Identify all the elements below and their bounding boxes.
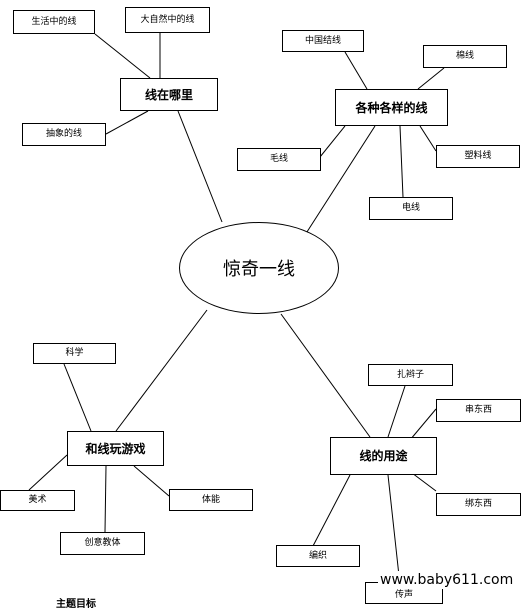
node-physical: 体能 [169, 489, 253, 511]
node-uses: 线的用途 [330, 437, 437, 475]
node-nature-lines-label: 大自然中的线 [140, 14, 195, 25]
node-kinds: 各种各样的线 [335, 89, 448, 126]
node-art: 美术 [0, 490, 75, 511]
node-braid: 扎辫子 [368, 364, 453, 386]
node-plastic-line-label: 塑料线 [464, 151, 492, 161]
node-kinds-label: 各种各样的线 [355, 100, 428, 115]
node-electric-wire: 电线 [369, 197, 453, 220]
footer-heading-text: 主题目标 [56, 599, 96, 610]
node-life-lines-label: 生活中的线 [31, 16, 77, 27]
node-chinese-knot-line: 中国结线 [282, 30, 364, 52]
node-creative: 创意教体 [60, 532, 145, 555]
node-weave: 编织 [276, 545, 360, 567]
node-string-things-label: 串东西 [464, 405, 492, 415]
center-topic-label: 惊奇一线 [223, 259, 295, 280]
node-tie-things-label: 绑东西 [464, 499, 492, 509]
node-art-label: 美术 [28, 495, 47, 505]
node-plastic-line: 塑料线 [436, 145, 520, 168]
node-weave-label: 编织 [308, 550, 327, 561]
footer-heading: 主题目标 [56, 599, 96, 611]
watermark: www.baby611.com [378, 571, 516, 589]
node-abstract-lines-label: 抽象的线 [45, 129, 82, 139]
node-nature-lines: 大自然中的线 [125, 7, 210, 33]
node-wool-line-label: 毛线 [269, 154, 288, 164]
node-transmit-sound-label: 传声 [394, 590, 413, 600]
node-science: 科学 [33, 343, 116, 364]
node-electric-wire-label: 电线 [401, 203, 420, 213]
node-cotton-line-label: 棉线 [455, 51, 474, 61]
node-wool-line: 毛线 [237, 148, 321, 171]
node-physical-label: 体能 [201, 494, 220, 505]
node-where-label: 线在哪里 [144, 87, 193, 102]
node-play-label: 和线玩游戏 [85, 441, 146, 456]
node-chinese-knot-line-label: 中国结线 [304, 35, 341, 46]
node-uses-label: 线的用途 [359, 449, 408, 463]
node-braid-label: 扎辫子 [396, 369, 424, 380]
node-cotton-line: 棉线 [423, 45, 507, 68]
node-where: 线在哪里 [120, 78, 218, 111]
watermark-text: www.baby611.com [380, 572, 514, 588]
node-creative-label: 创意教体 [84, 538, 121, 548]
node-string-things: 串东西 [436, 399, 521, 422]
center-topic: 惊奇一线 [179, 222, 339, 314]
node-play: 和线玩游戏 [67, 431, 164, 466]
node-science-label: 科学 [65, 348, 84, 358]
node-life-lines: 生活中的线 [13, 10, 95, 34]
node-abstract-lines: 抽象的线 [22, 123, 106, 146]
node-tie-things: 绑东西 [436, 493, 521, 516]
